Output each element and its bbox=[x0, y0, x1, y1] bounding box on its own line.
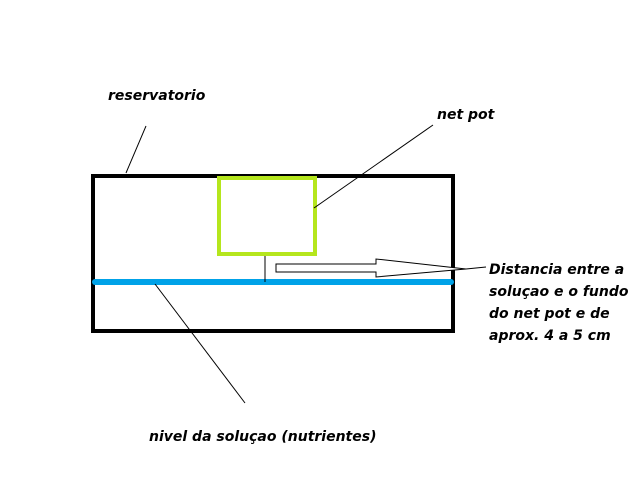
solution-level-leader-line bbox=[154, 283, 246, 404]
distance-note-line-1: Distancia entre a bbox=[489, 262, 624, 278]
distance-leader-line bbox=[465, 266, 487, 270]
net-pot-box bbox=[217, 176, 317, 256]
distance-note-line-3: do net pot e de bbox=[489, 306, 610, 322]
reservoir-leader-line bbox=[125, 125, 147, 174]
solution-level-label: nivel da soluçao (nutrientes) bbox=[149, 429, 376, 445]
distance-note-line-2: soluçao e o fundo bbox=[489, 284, 629, 300]
distance-arrow bbox=[275, 258, 467, 278]
reservoir-label: reservatorio bbox=[108, 88, 206, 104]
distance-note: Distancia entre a soluçao e o fundo do n… bbox=[489, 262, 629, 344]
distance-note-line-4: aprox. 4 a 5 cm bbox=[489, 328, 611, 344]
net-pot-label: net pot bbox=[437, 107, 496, 123]
net-pot-leader-line bbox=[313, 124, 434, 209]
